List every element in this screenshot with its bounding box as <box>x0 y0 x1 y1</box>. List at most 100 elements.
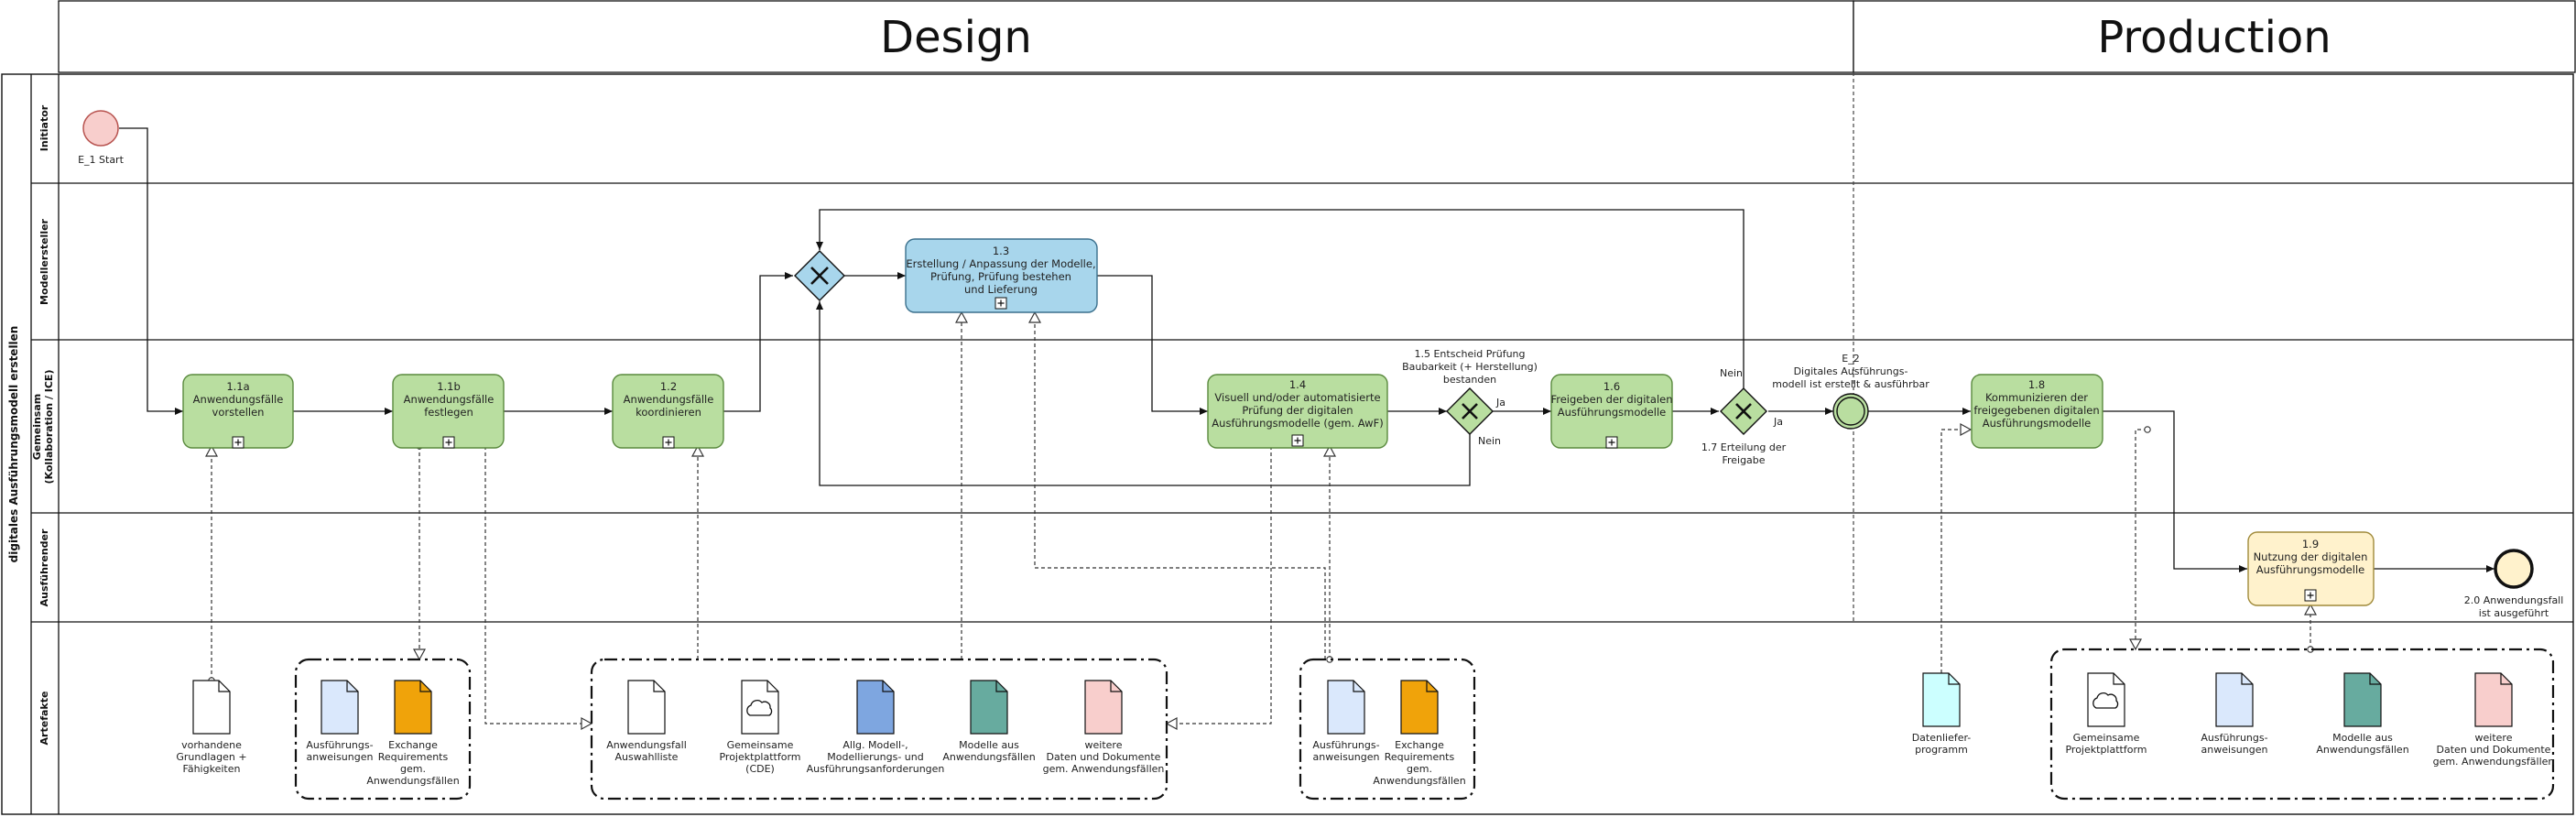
doc-datenlieferprogramm[interactable]: Datenliefer-programm <box>1912 672 1972 756</box>
task-label-line2: vorstellen <box>212 406 265 419</box>
document-label: Grundlagen + <box>176 751 246 763</box>
lane-gemeinsam-label: Gemeinsam <box>31 394 43 460</box>
task-id: 1.8 <box>2028 378 2045 391</box>
document-label: Ausführungs- <box>2201 732 2267 744</box>
document-label: Ausführungs- <box>1312 739 1379 751</box>
document-label: Gemeinsame <box>2073 732 2140 744</box>
doc-ausfuehrungsanweisungen[interactable]: Ausführungs-anweisungen <box>2201 672 2268 756</box>
document-label: Requirements <box>1385 751 1455 763</box>
task-id: 1.9 <box>2302 538 2319 550</box>
document-label: Projektplattform <box>2065 744 2147 756</box>
document-icon <box>1327 680 1365 735</box>
gateway-1-7-label-line1: 1.7 Erteilung der <box>1701 441 1787 453</box>
artifact-group-3 <box>1299 658 1476 801</box>
task-label-line1: Anwendungsfälle <box>404 393 495 406</box>
flow-start-to-1-1a <box>119 127 183 415</box>
document-icon <box>394 680 432 735</box>
task-label-line1: Nutzung der digitalen <box>2254 550 2368 563</box>
task-1-3[interactable]: 1.3 Erstellung / Anpassung der Modelle, … <box>905 238 1098 313</box>
lane-initiator-label: Initiator <box>38 104 50 151</box>
task-label-line1: Anwendungsfälle <box>193 393 284 406</box>
task-1-2[interactable]: 1.2 Anwendungsfälle koordinieren <box>612 374 724 449</box>
task-1-1b[interactable]: 1.1b Anwendungsfälle festlegen <box>392 374 505 449</box>
document-icon <box>321 680 359 735</box>
document-icon <box>627 680 666 735</box>
document-label: Requirements <box>378 751 449 763</box>
task-label-line1: Anwendungsfälle <box>624 393 714 406</box>
document-label: gem. Anwendungsfällen <box>1043 763 1165 775</box>
document-label: Modelle aus <box>959 739 1019 751</box>
document-label: anweisungen <box>307 751 374 763</box>
doc-ausfuehrungsanweisungen[interactable]: Ausführungs-anweisungen <box>306 680 374 763</box>
document-icon <box>856 680 895 735</box>
gateway-1-5-label-line3: bestanden <box>1443 374 1496 386</box>
artifact-group-1 <box>294 658 472 801</box>
task-label-line1: Freigeben der digitalen <box>1550 393 1672 406</box>
document-label: gem. Anwendungsfällen <box>2433 756 2555 768</box>
task-id: 1.1a <box>226 380 249 393</box>
document-label: Auswahlliste <box>615 751 679 763</box>
task-1-9[interactable]: 1.9 Nutzung der digitalen Ausführungsmod… <box>2247 531 2375 606</box>
gateway-x-icon <box>810 267 829 285</box>
document-label: programm <box>1915 744 1968 756</box>
cloud-icon <box>2092 692 2119 709</box>
document-icon <box>2474 672 2513 727</box>
document-label: vorhandene <box>181 739 242 751</box>
document-icon <box>970 680 1008 735</box>
end-event-label-line1: 2.0 Anwendungsfall <box>2464 594 2564 606</box>
sequence-flows <box>119 127 2494 572</box>
task-label-line2: festlegen <box>424 406 473 419</box>
document-label: gem. <box>400 763 426 775</box>
task-id: 1.6 <box>1603 380 1620 393</box>
task-1-8[interactable]: 1.8 Kommunizieren der freigegebenen digi… <box>1971 374 2103 449</box>
flow-1-8-to-1-9 <box>2103 410 2247 572</box>
phase-production-box <box>1853 0 2576 73</box>
doc-ausfuehrungsanweisungen[interactable]: Ausführungs-anweisungen <box>1312 680 1380 763</box>
task-1-1a[interactable]: 1.1a Anwendungsfälle vorstellen <box>182 374 294 449</box>
task-label-line2: freigegebenen digitalen <box>1973 404 2099 417</box>
document-icon <box>2343 672 2382 727</box>
task-label-line2: koordinieren <box>636 406 701 419</box>
gateway-1-7-ja-label: Ja <box>1773 416 1783 428</box>
phase-design-title: Design <box>880 12 1032 63</box>
task-box <box>2247 531 2375 606</box>
document-label: Exchange <box>388 739 438 751</box>
start-event-label: E_1 Start <box>78 154 125 166</box>
task-1-4[interactable]: 1.4 Visuell und/oder automatisierte Prüf… <box>1207 374 1388 449</box>
gateway-1-5-label-line1: 1.5 Entscheid Prüfung <box>1414 348 1525 360</box>
task-label-line2: Prüfung, Prüfung bestehen <box>930 270 1071 283</box>
document-label: Daten und Dokumente <box>2437 744 2551 756</box>
e2-label-line3: modell ist erstellt & ausführbar <box>1772 378 1929 390</box>
task-box <box>1971 374 2103 449</box>
document-label: Modelle aus <box>2332 732 2393 744</box>
document-label: Daten und Dokumente <box>1047 751 1161 763</box>
gateway-1-5[interactable]: 1.5 Entscheid Prüfung Baubarkeit (+ Hers… <box>1402 348 1538 447</box>
phase-header: Design Production <box>58 0 2576 73</box>
task-box <box>1207 374 1388 449</box>
document-label: Datenliefer- <box>1912 732 1972 744</box>
task-1-6[interactable]: 1.6 Freigeben der digitalen Ausführungsm… <box>1550 374 1673 449</box>
task-label-line2: Ausführungsmodelle <box>2256 563 2364 576</box>
document-label: Ausführungs- <box>306 739 373 751</box>
document-icon <box>1400 680 1439 735</box>
document-label: Projektplattform <box>719 751 800 763</box>
task-id: 1.3 <box>993 245 1009 257</box>
task-label-line3: und Lieferung <box>964 283 1038 296</box>
gateway-loop[interactable] <box>794 250 845 301</box>
gateway-1-7[interactable]: 1.7 Erteilung der Freigabe Ja Nein <box>1701 367 1787 466</box>
gateway-x-icon <box>1735 403 1752 419</box>
doc-allg-anforderungen[interactable]: Allg. Modell-,Modellierungs- undAusführu… <box>807 680 945 775</box>
task-label-line3: Ausführungsmodelle <box>1983 417 2091 430</box>
